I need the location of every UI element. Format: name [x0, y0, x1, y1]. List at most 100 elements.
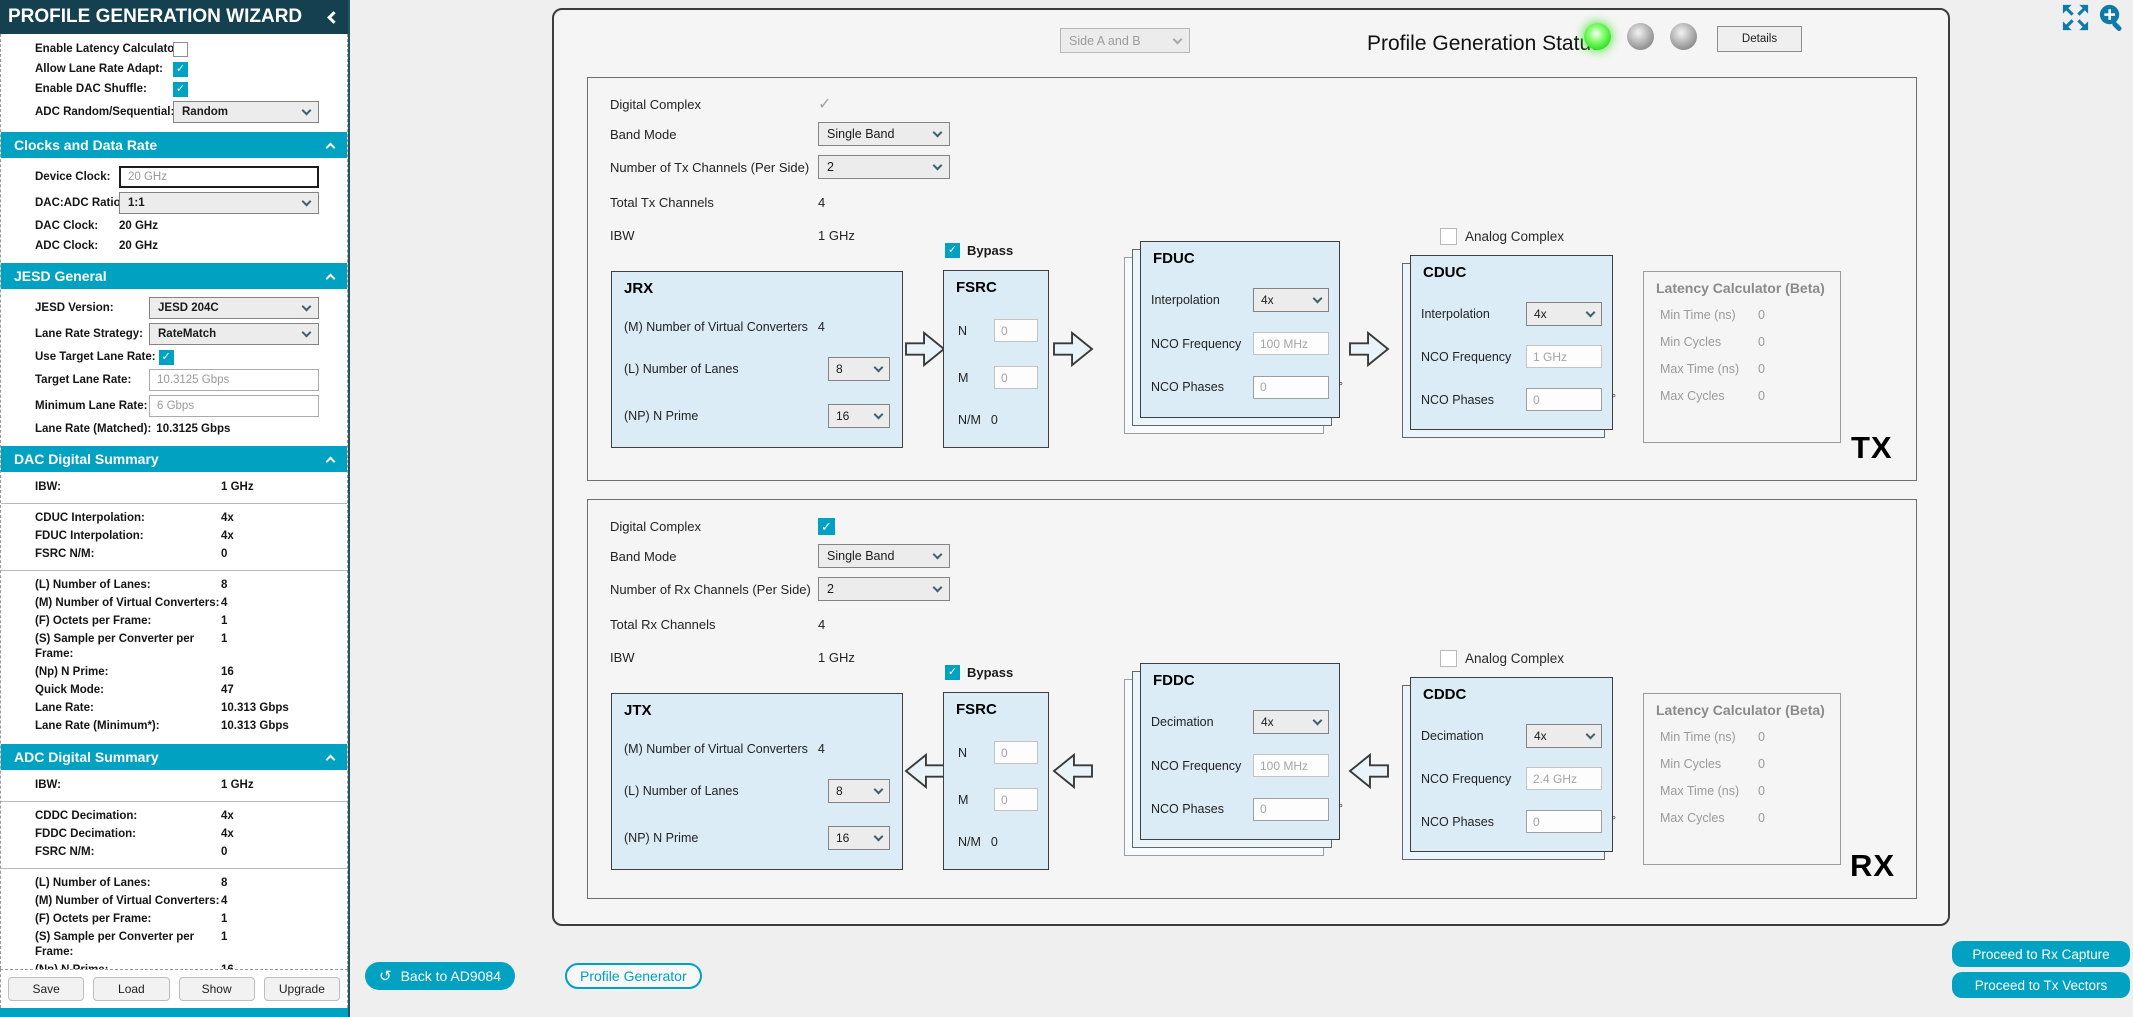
use-target-lane-rate-row: Use Target Lane Rate: — [1, 347, 347, 367]
latency-value: 0 — [1758, 308, 1765, 322]
summary-value: 0 — [221, 547, 228, 560]
total-channels-label: Total Rx Channels — [610, 616, 716, 632]
interpolation-select[interactable]: 4x — [1526, 301, 1602, 326]
band-mode-select[interactable]: Single Band — [818, 544, 950, 568]
proceed-to-rx-capture-button[interactable]: Proceed to Rx Capture — [1952, 941, 2130, 967]
analog-complex-checkbox[interactable] — [1440, 650, 1457, 667]
lanes-select[interactable]: 8 — [828, 778, 890, 803]
adc-random-select[interactable]: Random — [173, 101, 319, 123]
nco-frequency-input[interactable] — [1253, 332, 1329, 356]
chevron-down-icon — [873, 831, 884, 841]
checkbox[interactable] — [173, 61, 188, 77]
digital-complex-checkbox[interactable] — [818, 517, 835, 535]
decimation-select[interactable]: 4x — [1253, 710, 1329, 735]
checkbox[interactable] — [173, 41, 188, 57]
sidebar-footer-button[interactable]: Upgrade — [263, 977, 340, 1001]
chevron-down-icon — [873, 409, 884, 419]
np-label: (NP) N Prime — [624, 830, 699, 845]
n-prime-select[interactable]: 16 — [828, 825, 890, 850]
tx-band-mode-row: Band Mode Single Band — [610, 122, 950, 146]
rx-channels-select[interactable]: 2 — [818, 577, 950, 601]
summary-row: (F) Octets per Frame: 1 — [1, 613, 347, 631]
summary-value: 8 — [221, 579, 228, 592]
tx-analog-complex: Analog Complex — [1440, 228, 1564, 245]
total-channels-label: Total Tx Channels — [610, 194, 714, 210]
fsrc-nm-row: N/M 0 — [958, 413, 1038, 427]
fsrc-n-input[interactable] — [994, 741, 1038, 764]
nco-phases-input[interactable] — [1526, 810, 1602, 834]
section-adc-summary-header[interactable]: ADC Digital Summary — [1, 744, 347, 771]
chevron-down-icon — [1312, 715, 1323, 726]
section-clocks-header[interactable]: Clocks and Data Rate — [1, 132, 347, 158]
fsrc-n-input[interactable] — [994, 319, 1038, 342]
nco-frequency-input[interactable] — [1526, 767, 1602, 791]
zoom-in-icon[interactable] — [2096, 2, 2127, 33]
collapse-sidebar-icon[interactable] — [327, 10, 340, 24]
target-lane-rate-input[interactable] — [149, 369, 319, 391]
summary-label: FSRC N/M: — [35, 846, 95, 858]
latency-row: Max Time (ns) 0 — [1660, 362, 1840, 376]
use-target-checkbox[interactable] — [158, 349, 174, 365]
fsrc-n-row: N — [958, 319, 1038, 342]
nco-phases-input[interactable] — [1253, 797, 1329, 821]
jtx-block: JTX (M) Number of Virtual Converters 4 (… — [611, 693, 903, 870]
minimum-lane-rate-input[interactable] — [149, 395, 319, 417]
proceed-to-tx-vectors-button[interactable]: Proceed to Tx Vectors — [1952, 972, 2130, 998]
window-tool-icons — [2060, 2, 2127, 33]
setting-row: Enable Latency Calculator: — [1, 39, 347, 59]
bypass-checkbox[interactable] — [945, 243, 960, 258]
jesd-version-select[interactable]: JESD 204C — [149, 297, 319, 319]
nco-frequency-input[interactable] — [1253, 754, 1329, 778]
summary-label: FSRC N/M: — [35, 547, 95, 560]
profile-generator-tab[interactable]: Profile Generator — [565, 963, 702, 989]
device-clock-label: Device Clock: — [35, 171, 111, 183]
fsrc-m-input[interactable] — [994, 366, 1038, 389]
analog-complex-checkbox[interactable] — [1440, 228, 1457, 245]
jesd-version-row: JESD Version: JESD 204C — [1, 295, 347, 321]
section-jesd-header[interactable]: JESD General — [1, 263, 347, 289]
summary-label: CDDC Decimation: — [35, 810, 138, 823]
lanes-select[interactable]: 8 — [828, 356, 890, 381]
side-select[interactable]: Side A and B — [1060, 28, 1190, 53]
bypass-checkbox[interactable] — [945, 665, 960, 680]
n-prime-select[interactable]: 16 — [828, 403, 890, 428]
device-clock-input[interactable] — [119, 166, 319, 188]
back-to-ad9084-button[interactable]: ↺ Back to AD9084 — [365, 962, 515, 990]
lane-rate-strategy-select[interactable]: RateMatch — [149, 323, 319, 345]
n-label: N — [958, 745, 968, 760]
chevron-down-icon — [1585, 729, 1596, 740]
block-title: CDUC — [1423, 264, 1467, 281]
sidebar-footer-button[interactable]: Show — [178, 977, 255, 1001]
summary-label: Lane Rate: — [35, 701, 94, 714]
details-button[interactable]: Details — [1717, 26, 1802, 52]
decimation-select[interactable]: 4x — [1526, 723, 1602, 748]
band-mode-select[interactable]: Single Band — [818, 122, 950, 146]
sidebar-footer-button[interactable]: Load — [93, 977, 170, 1001]
analog-complex-label: Analog Complex — [1465, 651, 1565, 666]
nco-frequency-input[interactable] — [1526, 345, 1602, 369]
summary-label: FDDC Decimation: — [35, 828, 136, 841]
tx-channels-select[interactable]: 2 — [818, 155, 950, 179]
ratio-value: 1:1 — [128, 197, 145, 209]
latency-value: 0 — [1758, 784, 1765, 798]
summary-label: (F) Octets per Frame: — [35, 913, 152, 926]
section-dac-summary-header[interactable]: DAC Digital Summary — [1, 446, 347, 472]
summary-row: (M) Number of Virtual Converters: 4 — [1, 893, 347, 911]
lanes-row: (L) Number of Lanes 8 — [624, 778, 890, 803]
summary-row: (M) Number of Virtual Converters: 4 — [1, 595, 347, 613]
expand-icon[interactable] — [2060, 2, 2091, 33]
summary-value: 4x — [221, 828, 234, 841]
nco-phases-input[interactable] — [1526, 388, 1602, 412]
checkbox[interactable] — [173, 81, 188, 97]
nco-phases-input[interactable] — [1253, 375, 1329, 399]
sidebar-footer-button[interactable]: Save — [8, 977, 85, 1001]
strategy-value: RateMatch — [158, 328, 217, 340]
virtual-converters-row: (M) Number of Virtual Converters 4 — [624, 320, 890, 334]
adc-random-value: Random — [182, 106, 228, 118]
rx-total-row: Total Rx Channels 4 — [610, 612, 825, 636]
interpolation-select[interactable]: 4x — [1253, 288, 1329, 313]
rate-label: Decimation — [1421, 728, 1484, 743]
summary-row: Quick Mode: 47 — [1, 681, 347, 699]
fsrc-m-input[interactable] — [994, 788, 1038, 811]
dac-adc-ratio-select[interactable]: 1:1 — [119, 192, 319, 214]
